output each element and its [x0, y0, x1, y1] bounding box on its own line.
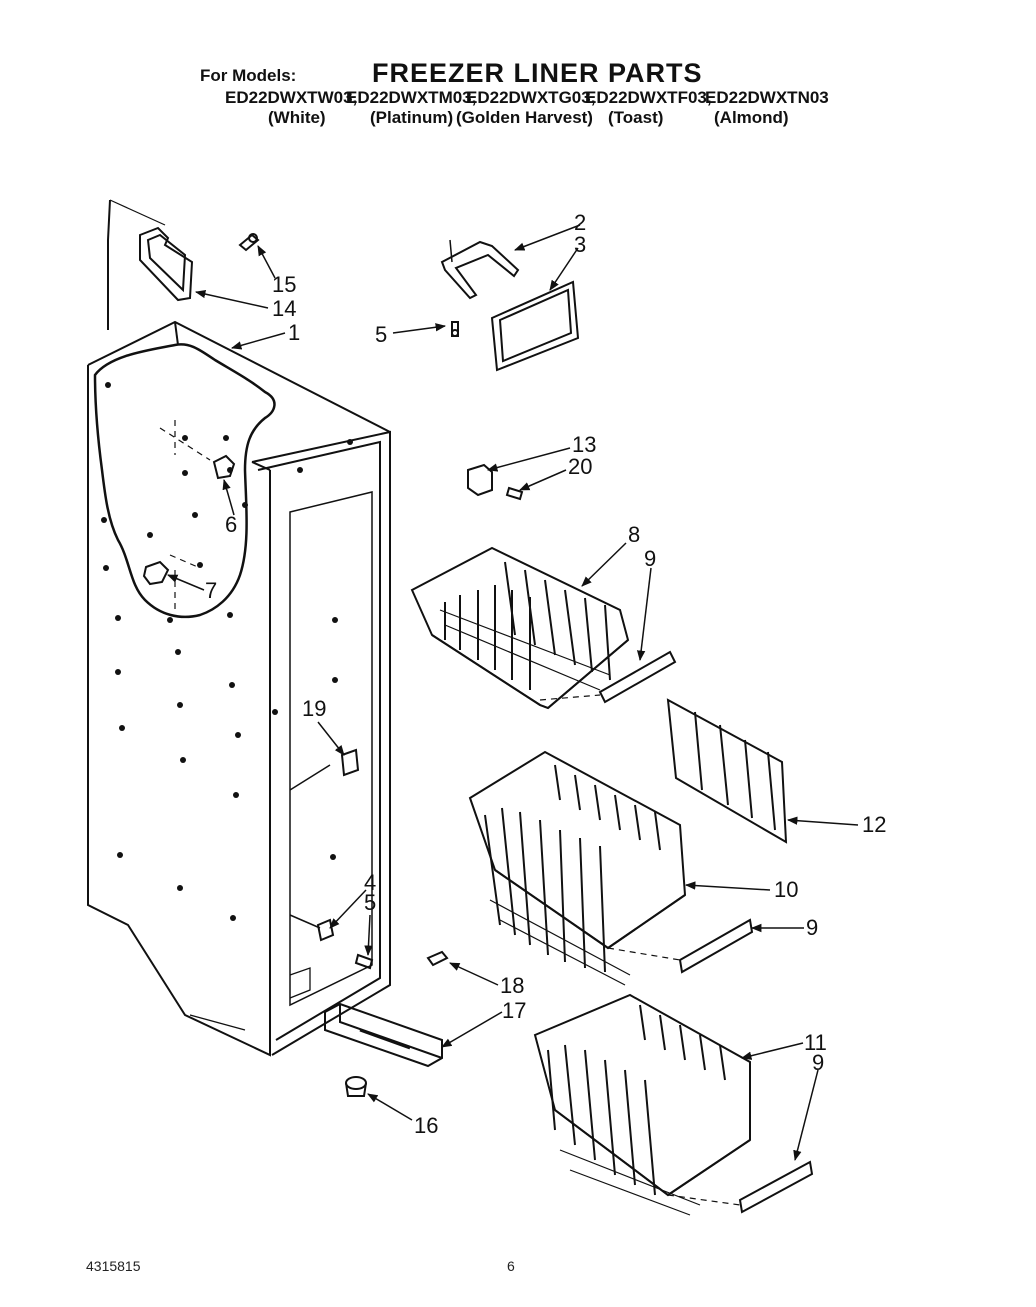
trim-strip-part [539, 650, 814, 1214]
screw-part [238, 233, 260, 252]
wire-basket-small [410, 546, 630, 710]
model-color: (White) [268, 108, 326, 127]
callout-7: 7 [205, 578, 217, 603]
model-number: ED22DWXTM03, [346, 88, 477, 107]
switch-part [467, 463, 493, 497]
callout-12: 12 [862, 812, 886, 837]
callout-9: 9 [644, 546, 656, 571]
screw-part [354, 950, 449, 970]
clip-part [212, 454, 236, 480]
callout-20: 20 [568, 454, 592, 479]
page-title: FREEZER LINER PARTS [372, 58, 703, 88]
screw-part [505, 486, 524, 501]
model-color: (Almond) [714, 108, 789, 127]
freezer-liner [87, 199, 391, 1057]
model-color: (Toast) [608, 108, 664, 127]
callout-18: 18 [500, 973, 524, 998]
callout-5: 5 [375, 322, 387, 347]
document-part-number: 4315815 [86, 1258, 141, 1274]
callout-9: 9 [806, 915, 818, 940]
light-bracket-part [139, 226, 194, 302]
switch-part [340, 748, 360, 777]
wire-basket-medium [468, 750, 687, 986]
model-color: (Golden Harvest) [456, 108, 593, 127]
callout-15: 15 [272, 272, 296, 297]
screw-part [451, 321, 459, 337]
callout-14: 14 [272, 296, 296, 321]
callout-5: 5 [364, 890, 376, 915]
callout-13: 13 [572, 432, 596, 457]
page-number: 6 [507, 1258, 515, 1274]
callout-2: 2 [574, 210, 586, 235]
callout-3: 3 [574, 232, 586, 257]
light-bracket-part [440, 239, 520, 300]
model-color: (Platinum) [370, 108, 454, 127]
callout-16: 16 [414, 1113, 438, 1138]
callout-10: 10 [774, 877, 798, 902]
callout-6: 6 [225, 512, 237, 537]
callout-17: 17 [502, 998, 526, 1023]
basket-divider-part [666, 698, 788, 844]
callout-9: 9 [812, 1050, 824, 1075]
for-models-label: For Models: [200, 66, 297, 85]
leader-arrows [167, 224, 859, 1162]
front-rail-part [324, 1002, 443, 1068]
clip-part [316, 918, 335, 942]
model-number: ED22DWXTW03, [225, 88, 358, 107]
model-number: ED22DWXTF03, [585, 88, 712, 107]
clip-part [142, 560, 170, 586]
model-number: ED22DWXTN03 [705, 88, 829, 107]
cap-part [345, 1076, 367, 1097]
model-number: ED22DWXTG03, [466, 88, 596, 107]
light-lens-part [490, 280, 580, 372]
callout-11: 11 [804, 1030, 827, 1055]
liner-holes [101, 382, 353, 921]
wire-basket-large [533, 993, 751, 1216]
callout-19: 19 [302, 696, 326, 721]
callout-4: 4 [364, 870, 376, 895]
callout-8: 8 [628, 522, 640, 547]
callout-1: 1 [288, 320, 300, 345]
